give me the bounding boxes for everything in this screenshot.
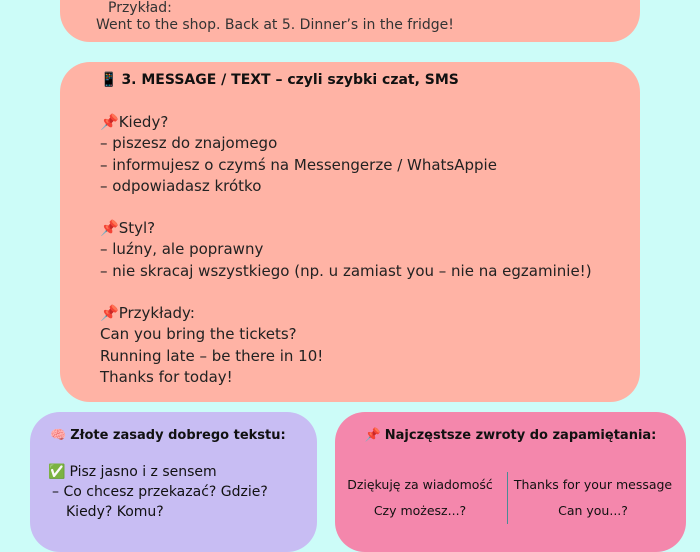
list-item: – nie skracaj wszystkiego (np. u zamiast…: [100, 261, 592, 280]
check-icon: ✅: [48, 464, 66, 480]
polish-column: Dziękuję za wiadomość Czy możesz...?: [335, 472, 505, 524]
when-label: Kiedy?: [118, 113, 169, 131]
style-label: Styl?: [118, 219, 156, 238]
phone-icon: 📱: [100, 72, 118, 88]
list-item: – luźny, ale poprawny: [100, 240, 264, 259]
example-line: Running late – be there in 10!: [100, 346, 324, 365]
english-column: Thanks for your message Can you...?: [507, 472, 678, 524]
examples-label: Przykłady:: [118, 304, 195, 323]
example-text: Went to the shop. Back at 5. Dinner’s in…: [96, 17, 454, 33]
rule-sub: Kiedy? Komu?: [66, 504, 164, 520]
pin-icon: 📌: [100, 304, 119, 323]
phrase-pl: Dziękuję za wiadomość: [347, 477, 493, 492]
card-note: Przykład: Went to the shop. Back at 5. D…: [60, 0, 640, 42]
card-phrases: 📌Najczęstsze zwroty do zapamiętania: Dzi…: [335, 412, 686, 552]
list-item: – informujesz o czymś na Messengerze / W…: [100, 155, 497, 174]
rule-sub: – Co chcesz przekazać? Gdzie?: [52, 484, 268, 500]
rules-title: Złote zasady dobrego tekstu:: [70, 428, 286, 443]
card-message: 📱3. MESSAGE / TEXT – czyli szybki czat, …: [60, 62, 640, 402]
card-rules: 🧠Złote zasady dobrego tekstu: ✅Pisz jasn…: [30, 412, 317, 552]
phrase-en: Thanks for your message: [513, 477, 673, 492]
list-item: – odpowiadasz krótko: [100, 176, 262, 195]
phrase-en: Can you...?: [558, 503, 628, 518]
pin-icon: 📌: [364, 428, 381, 443]
phrase-pl: Czy możesz...?: [373, 503, 467, 518]
brain-icon: 🧠: [50, 428, 67, 443]
example-label: Przykład:: [108, 0, 172, 16]
pin-icon: 📌: [100, 219, 119, 238]
phrases-title: Najczęstsze zwroty do zapamiętania:: [384, 428, 657, 443]
example-line: Thanks for today!: [100, 367, 233, 386]
pin-icon: 📌: [100, 113, 119, 131]
list-item: – piszesz do znajomego: [100, 134, 278, 153]
card-title: 📱3. MESSAGE / TEXT – czyli szybki czat, …: [100, 72, 459, 88]
rule-item: Pisz jasno i z sensem: [69, 464, 217, 480]
example-line: Can you bring the tickets?: [100, 325, 297, 344]
